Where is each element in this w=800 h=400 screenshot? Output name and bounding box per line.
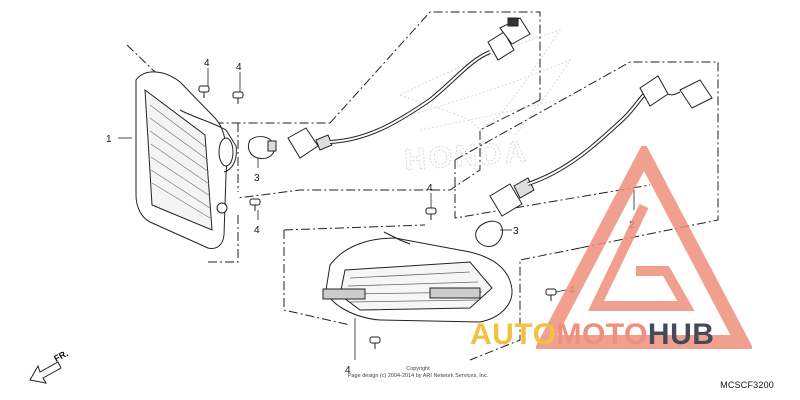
callout-4-a: 4: [204, 58, 210, 69]
right-socket-harness: [489, 75, 713, 217]
watermark-part-hub: HUB: [647, 318, 715, 351]
callout-3-right: 3: [513, 226, 519, 237]
copyright-line-1: Copyright: [406, 366, 430, 372]
screw-2: [232, 91, 244, 104]
leader-lines: [118, 68, 635, 360]
screw-4: [425, 207, 437, 220]
diagram-code: MCSCF3200: [720, 380, 774, 390]
screw-3: [249, 198, 261, 211]
left-lamp-assembly: [135, 71, 237, 249]
watermark-part-moto: MOTO: [556, 318, 648, 351]
callout-3-left: 3: [254, 173, 260, 184]
right-lamp-assembly: [322, 231, 513, 323]
background-brand-text: HONDA: [403, 135, 530, 177]
left-bulb: [247, 136, 277, 159]
callout-4-b: 4: [236, 62, 242, 73]
watermark-text: AUTOMOTOHUB: [470, 318, 714, 352]
callout-4-f: 4: [345, 365, 351, 376]
left-socket-harness: [287, 17, 531, 159]
right-bulb: [475, 220, 503, 247]
callout-1: 1: [106, 134, 112, 145]
group-boundary-right: [283, 61, 719, 361]
front-direction-arrow-icon: FR.: [29, 350, 70, 384]
callout-4-d: 4: [427, 183, 433, 194]
direction-label: FR.: [52, 350, 69, 364]
callout-4-c: 4: [254, 225, 260, 236]
screw-1: [198, 85, 210, 98]
screw-6: [369, 336, 381, 349]
copyright-line-2: Page design (c) 2004-2014 by ARI Network…: [347, 373, 489, 379]
watermark-triangle-logo: [536, 146, 752, 349]
copyright-notice: Copyright Page design (c) 2004-2014 by A…: [318, 366, 518, 380]
watermark-part-auto: AUTO: [470, 318, 557, 351]
group-boundary-left: [126, 11, 541, 263]
